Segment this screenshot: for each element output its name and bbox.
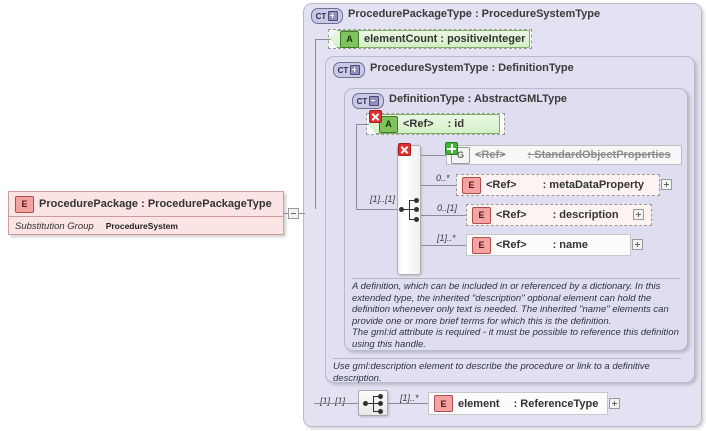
sequence-icon-dot-2 <box>414 207 419 212</box>
attribute-ref-id-type: : id <box>447 118 465 130</box>
attribute-icon-refid: A <box>379 115 398 133</box>
element-wrapper-bottom <box>428 392 608 415</box>
substitution-group-value: ProcedureSystem <box>105 221 178 231</box>
element-wrapper-description <box>466 204 652 226</box>
group-standardobjectproperties[interactable]: G <Ref> : StandardObjectProperties <box>446 145 682 165</box>
element-description[interactable]: E <Ref> : description <box>468 206 648 224</box>
attribute-elementcount[interactable]: A elementCount : positiveInteger <box>330 30 530 48</box>
sequence-icon-outer-branch-3 <box>373 411 378 412</box>
connector-root-to-container <box>284 213 288 214</box>
ct-badge-text: CT <box>315 11 327 21</box>
root-element-header: E ProcedurePackage : ProcedurePackageTyp… <box>9 192 283 217</box>
connector-description <box>421 215 466 216</box>
element-description-name: <Ref> <box>496 209 527 221</box>
expand-toggle-description[interactable] <box>633 209 644 220</box>
element-name-type: : name <box>552 239 589 251</box>
element-name[interactable]: E <Ref> : name <box>468 236 628 254</box>
ct-badge-text-2: CT <box>337 65 349 75</box>
attribute-elementcount-label: elementCount : positiveInteger <box>364 33 526 45</box>
sequence-icon-outer-branch-1 <box>373 396 378 397</box>
element-bottom-name: element <box>458 397 500 410</box>
expand-toggle-bottom-element[interactable] <box>609 398 620 409</box>
element-metadataproperty-name: <Ref> <box>486 179 517 191</box>
connector-horizontal-to-sequence <box>356 209 397 210</box>
group-standardobjectproperties-name: <Ref> <box>475 149 506 161</box>
element-icon-description: E <box>472 206 491 224</box>
group-standardobjectproperties-type: : StandardObjectProperties <box>527 149 671 161</box>
sequence-icon-outer-dot-3 <box>378 409 383 414</box>
container-title-procedurepackagetype: ProcedurePackageType : ProcedureSystemTy… <box>348 8 601 20</box>
cardinality-outer-sequence: [1]..[1] <box>320 396 346 406</box>
sequence-icon-branch-3 <box>409 219 414 220</box>
container-title-definitiontype: DefinitionType : AbstractGMLType <box>389 93 568 105</box>
sequence-icon-outer-root-dot <box>363 401 368 406</box>
cardinality-metadataproperty: 0..* <box>436 173 450 183</box>
cardinality-inner-sequence: [1]..[1] <box>370 194 396 204</box>
sequence-icon-root-dot <box>399 207 404 212</box>
sequence-icon <box>399 197 421 223</box>
root-element-procedurepackage[interactable]: E ProcedurePackage : ProcedurePackageTyp… <box>8 191 284 235</box>
element-bottom-type: : ReferenceType <box>513 397 599 410</box>
element-wrapper-metadataproperty <box>456 174 660 196</box>
attribute-icon: A <box>340 30 359 48</box>
expand-toggle-metadataproperty[interactable] <box>661 179 672 190</box>
connector-horizontal-elementcount <box>315 39 330 40</box>
connector-vertical-definition-branch <box>356 124 357 210</box>
sequence-icon-branch-2 <box>409 209 414 210</box>
element-icon-bottom: E <box>434 395 453 412</box>
sequence-icon-outer-dot-1 <box>378 394 383 399</box>
element-wrapper-name <box>466 234 631 256</box>
cardinality-description: 0..[1] <box>437 203 458 213</box>
element-name-name: <Ref> <box>496 239 527 251</box>
expand-toggle-name[interactable] <box>632 239 643 250</box>
connector-horizontal-refid <box>356 124 368 125</box>
element-metadataproperty-type: : metaDataProperty <box>542 179 645 191</box>
collapse-toggle-root-element[interactable] <box>288 208 299 219</box>
element-icon-name: E <box>472 236 491 254</box>
connector-metadataproperty <box>421 185 456 186</box>
prohibited-marker-refid <box>369 110 382 123</box>
connector-outer-sequence-right <box>388 403 428 404</box>
ct-badge-definitiontype[interactable]: CT <box>352 93 384 109</box>
sequence-icon-outer-branch-2 <box>373 403 378 404</box>
container-title-proceduresystemtype: ProcedureSystemType : DefinitionType <box>370 62 574 74</box>
collapse-minus-icon <box>369 96 380 106</box>
element-description-type: : description <box>552 209 619 221</box>
element-icon-metadataproperty: E <box>462 176 481 194</box>
ct-badge-text-3: CT <box>356 96 368 106</box>
element-icon-root: E <box>15 195 34 213</box>
connector-vertical-elementcount <box>315 39 316 209</box>
sequence-icon-outer-stem <box>368 403 373 404</box>
sequence-icon-outer <box>363 394 385 414</box>
connector-name <box>421 245 466 246</box>
sequence-icon-dot-1 <box>414 198 419 203</box>
sequence-icon-outer-dot-2 <box>378 401 383 406</box>
ct-badge-proceduresystemtype[interactable]: CT <box>333 62 365 78</box>
sequence-icon-stem <box>404 209 409 210</box>
prohibited-marker-sequence <box>398 143 411 156</box>
root-element-label: ProcedurePackage : ProcedurePackageType <box>39 198 272 210</box>
connector-outer-sequence-left <box>314 403 358 404</box>
attribute-ref-id[interactable]: A <Ref> : id <box>368 114 500 134</box>
sequence-icon-branch-1 <box>409 200 414 201</box>
expand-plus-icon-2 <box>350 65 361 75</box>
element-bottom-referencetype[interactable]: E element : ReferenceType <box>430 394 606 413</box>
added-marker-standardobjectproperties <box>445 142 458 155</box>
root-element-substitution-group: Substitution Group ProcedureSystem <box>9 217 283 235</box>
connector-root-right <box>299 213 305 214</box>
cardinality-name: [1]..* <box>437 233 456 243</box>
expand-plus-icon <box>328 11 339 21</box>
sequence-icon-dot-3 <box>414 217 419 222</box>
element-metadataproperty[interactable]: E <Ref> : metaDataProperty <box>458 176 656 194</box>
ct-badge-procedurepackagetype[interactable]: CT <box>311 8 343 24</box>
cardinality-bottom-element: [1]..* <box>400 393 419 403</box>
attribute-ref-id-name: <Ref> <box>403 118 434 130</box>
documentation-proceduresystemtype: Use gml:description element to describe … <box>333 358 681 384</box>
documentation-definitiontype: A definition, which can be included in o… <box>352 278 680 350</box>
substitution-group-key: Substitution Group <box>15 220 94 232</box>
connector-group-standardobjectproperties <box>421 155 446 156</box>
